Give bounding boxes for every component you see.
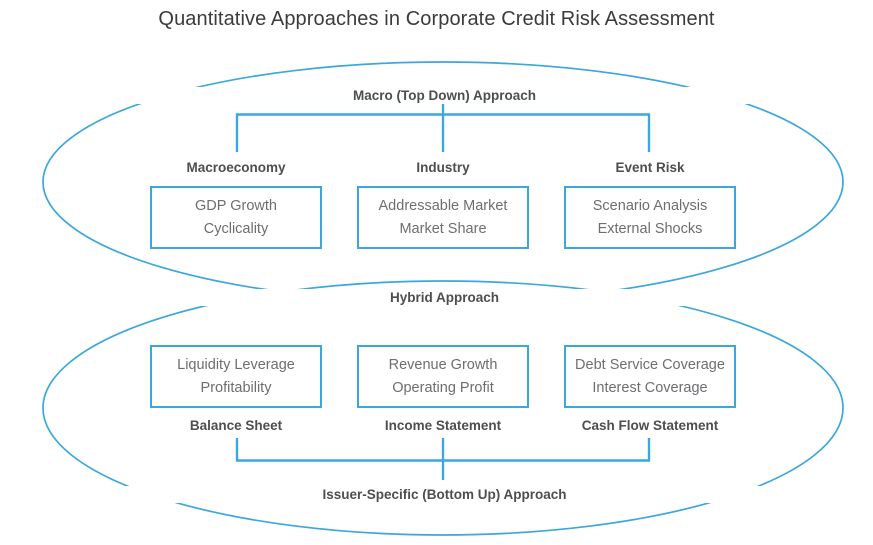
column-label-macroeconomy: Macroeconomy — [186, 160, 286, 175]
node-box-event-risk-items: Scenario Analysis External Shocks — [592, 198, 708, 237]
node-box-balance-sheet-items: Liquidity Leverage Profitability — [177, 357, 295, 396]
node-box-income-statement[interactable]: Revenue Growth Operating Profit — [357, 345, 529, 408]
top-connector-bracket — [235, 102, 651, 152]
column-label-cash-flow-statement: Cash Flow Statement — [581, 418, 719, 433]
issuer-specific-bottom-up-ellipse — [42, 280, 844, 536]
node-box-industry[interactable]: Addressable Market Market Share — [357, 186, 529, 249]
column-label-balance-sheet: Balance Sheet — [189, 418, 283, 433]
column-label-income-statement: Income Statement — [384, 418, 502, 433]
band-label-issuer-specific: Issuer-Specific (Bottom Up) Approach — [0, 486, 873, 503]
band-label-macro: Macro (Top Down) Approach — [0, 87, 873, 104]
page-title: Quantitative Approaches in Corporate Cre… — [158, 8, 715, 30]
node-box-balance-sheet[interactable]: Liquidity Leverage Profitability — [150, 345, 322, 408]
node-box-cash-flow-statement[interactable]: Debt Service Coverage Interest Coverage — [564, 345, 736, 408]
bottom-connector-bracket — [235, 438, 651, 480]
node-box-macroeconomy[interactable]: GDP Growth Cyclicality — [150, 186, 322, 249]
node-box-industry-items: Addressable Market Market Share — [378, 198, 508, 237]
node-box-macroeconomy-items: GDP Growth Cyclicality — [195, 198, 277, 237]
node-box-income-statement-items: Revenue Growth Operating Profit — [388, 357, 498, 396]
column-label-industry: Industry — [416, 160, 470, 175]
node-box-cash-flow-statement-items: Debt Service Coverage Interest Coverage — [575, 357, 725, 396]
node-box-event-risk[interactable]: Scenario Analysis External Shocks — [564, 186, 736, 249]
column-label-event-risk: Event Risk — [615, 160, 685, 175]
band-label-hybrid: Hybrid Approach — [0, 289, 873, 306]
